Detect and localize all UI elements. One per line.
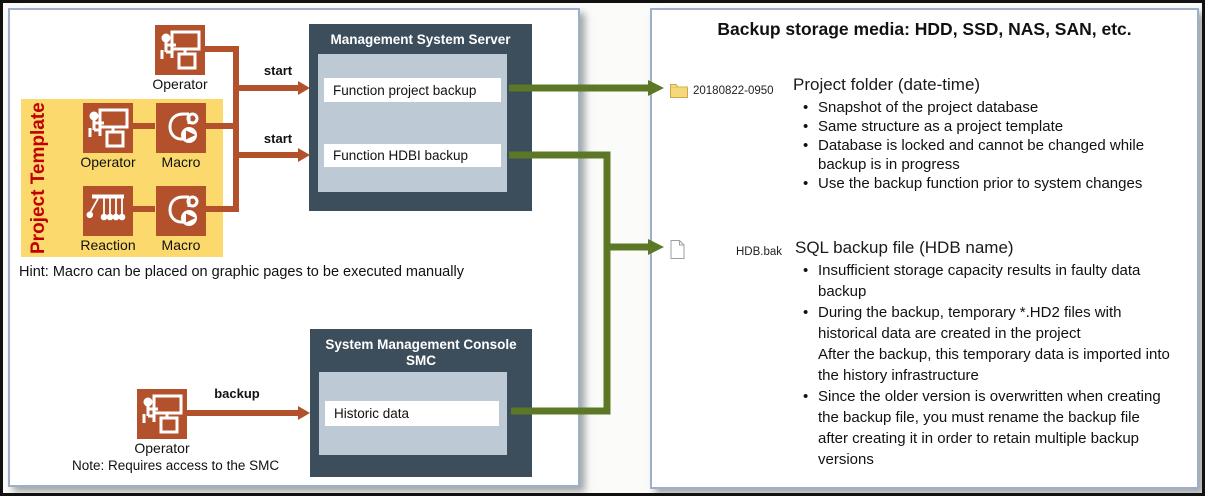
project-template-box: Project Template Operator (21, 99, 223, 257)
sql-section-heading: SQL backup file (HDB name) (795, 238, 1014, 257)
template-macro-top-figure: Macro (143, 103, 219, 170)
bullet-item: During the backup, temporary *.HD2 files… (802, 302, 1174, 386)
bullet-text: During the backup, temporary *.HD2 files… (818, 304, 1122, 342)
note-text: Note: Requires access to the SMC (72, 458, 280, 473)
template-operator-label: Operator (80, 154, 136, 170)
project-template-title: Project Template (28, 102, 49, 254)
sql-file-name-label: HDB.bak (736, 246, 783, 258)
function-project-backup-label: Function project backup (324, 78, 501, 102)
historic-data-label: Historic data (325, 401, 499, 426)
bullet-item: Database is locked and cannot be changed… (802, 136, 1174, 174)
bullet-item: Use the backup function prior to system … (802, 174, 1174, 193)
smc-box-title: System Management Console SMC (310, 329, 532, 369)
operator-icon (137, 389, 187, 439)
right-panel-title: Backup storage media: HDD, SSD, NAS, SAN… (717, 19, 1132, 39)
reaction-icon (83, 186, 133, 236)
folder-section-heading: Project folder (date-time) (793, 75, 981, 94)
template-operator-figure: Operator (70, 103, 146, 170)
folder-bullet-list: Snapshot of the project database Same st… (802, 98, 1174, 193)
folder-icon (670, 84, 688, 98)
smc-inner-box: Historic data (319, 372, 507, 455)
bullet-text: Snapshot of the project database (818, 99, 1039, 116)
file-icon (670, 240, 685, 259)
left-panel: Operator Project Template Operator (8, 8, 580, 487)
macro-icon (156, 103, 206, 153)
smc-title-line2: SMC (406, 353, 436, 368)
function-hdbi-backup-label: Function HDBI backup (324, 144, 501, 167)
right-panel: Backup storage media: HDD, SSD, NAS, SAN… (650, 8, 1199, 489)
bullet-item: Snapshot of the project database (802, 98, 1174, 117)
server-box-title: Management System Server (330, 32, 511, 47)
server-inner-box: Function project backup Function HDBI ba… (318, 54, 507, 192)
hint-text: Hint: Macro can be placed on graphic pag… (19, 264, 464, 280)
start-label-bottom: start (263, 131, 293, 146)
template-macro-bottom-figure: Macro (143, 186, 219, 253)
operator-top-figure: Operator (142, 25, 218, 92)
folder-name-label: 20180822-0950 (693, 85, 774, 97)
smc-title-line1: System Management Console (325, 337, 517, 352)
bullet-text: Use the backup function prior to system … (818, 175, 1143, 192)
bullet-text: Since the older version is overwritten w… (818, 388, 1161, 468)
template-reaction-figure: Reaction (70, 186, 146, 253)
operator-bottom-figure: Operator (124, 389, 200, 456)
template-macro-bottom-label: Macro (161, 237, 201, 253)
template-macro-top-label: Macro (161, 154, 201, 170)
bullet-continuation-text: After the backup, this temporary data is… (818, 346, 1170, 384)
bullet-text: Insufficient storage capacity results in… (818, 262, 1141, 300)
bullet-item: Since the older version is overwritten w… (802, 386, 1174, 470)
operator-icon (83, 103, 133, 153)
smc-box: System Management Console SMC Historic d… (310, 329, 532, 477)
sql-bullet-list: Insufficient storage capacity results in… (802, 260, 1174, 470)
management-system-server-box: Management System Server Function projec… (309, 24, 532, 211)
template-reaction-label: Reaction (80, 237, 136, 253)
bullet-item: Insufficient storage capacity results in… (802, 260, 1174, 302)
bullet-item: Same structure as a project template (802, 117, 1174, 136)
backup-label: backup (214, 386, 260, 401)
operator-icon (155, 25, 205, 75)
operator-bottom-label: Operator (134, 440, 190, 456)
bullet-text: Database is locked and cannot be changed… (818, 137, 1145, 173)
operator-top-label: Operator (152, 76, 208, 92)
bullet-text: Same structure as a project template (818, 118, 1064, 135)
start-label-top: start (263, 63, 293, 78)
macro-icon (156, 186, 206, 236)
